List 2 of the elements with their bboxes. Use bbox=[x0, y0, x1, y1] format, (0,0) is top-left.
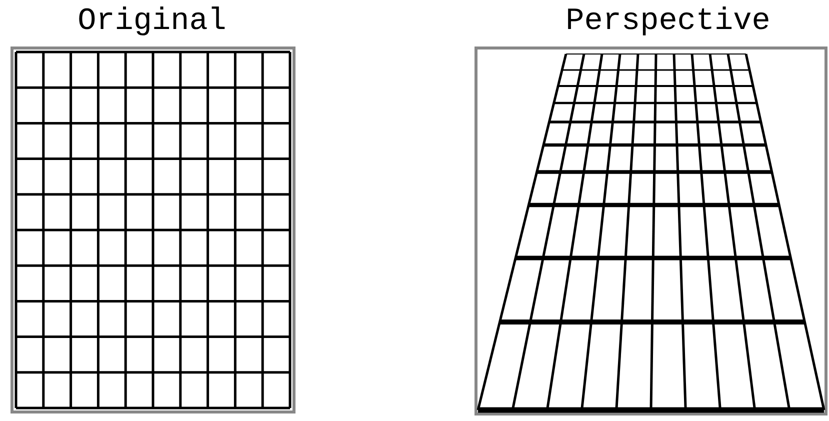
panel-title: Perspective bbox=[566, 3, 770, 41]
panel-title: Original bbox=[78, 3, 226, 41]
